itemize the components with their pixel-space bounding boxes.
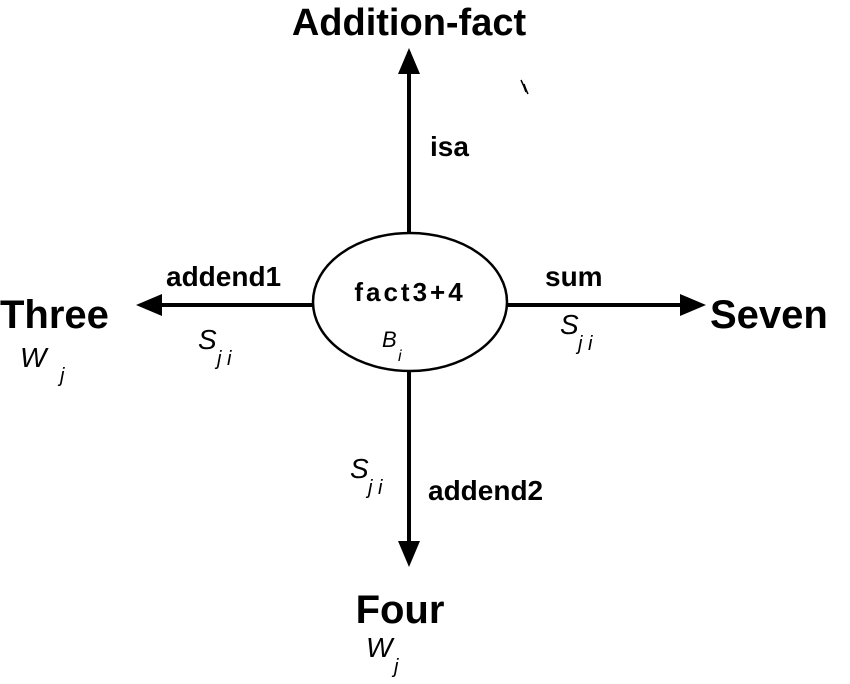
edge-label-isa: isa (430, 131, 469, 162)
svg-text:B: B (382, 327, 397, 352)
svg-text:S: S (198, 324, 217, 355)
strength-down: S j i (350, 453, 383, 499)
edge-label-addend2: addend2 (428, 475, 543, 506)
edge-label-sum: sum (545, 261, 603, 292)
svg-text:W: W (366, 632, 395, 663)
arrowhead-left (136, 294, 162, 316)
arrowhead-right (680, 294, 706, 316)
base-level: B i (382, 327, 402, 365)
strength-left: S j i (198, 324, 232, 370)
node-four: Four (356, 588, 445, 632)
svg-text:i: i (398, 348, 402, 365)
scan-mark (520, 79, 529, 95)
svg-text:j: j (391, 656, 399, 678)
center-node-label: fact3+4 (354, 277, 465, 307)
weight-four: W j (366, 632, 399, 678)
node-addition-fact: Addition-fact (292, 2, 527, 44)
svg-text:W: W (20, 342, 49, 373)
svg-text:j: j (57, 365, 65, 387)
svg-text:S: S (560, 309, 579, 340)
svg-text:j i: j i (575, 333, 593, 355)
node-seven: Seven (710, 293, 828, 337)
svg-text:j i: j i (365, 477, 383, 499)
arrowhead-up (398, 48, 420, 74)
weight-three: W j (20, 342, 65, 387)
arrowhead-down (398, 541, 420, 567)
svg-text:S: S (350, 453, 369, 484)
center-node-ellipse (311, 231, 509, 373)
strength-right: S j i (560, 309, 593, 355)
node-three: Three (0, 293, 109, 337)
edge-label-addend1: addend1 (166, 261, 281, 292)
svg-text:j i: j i (214, 348, 232, 370)
